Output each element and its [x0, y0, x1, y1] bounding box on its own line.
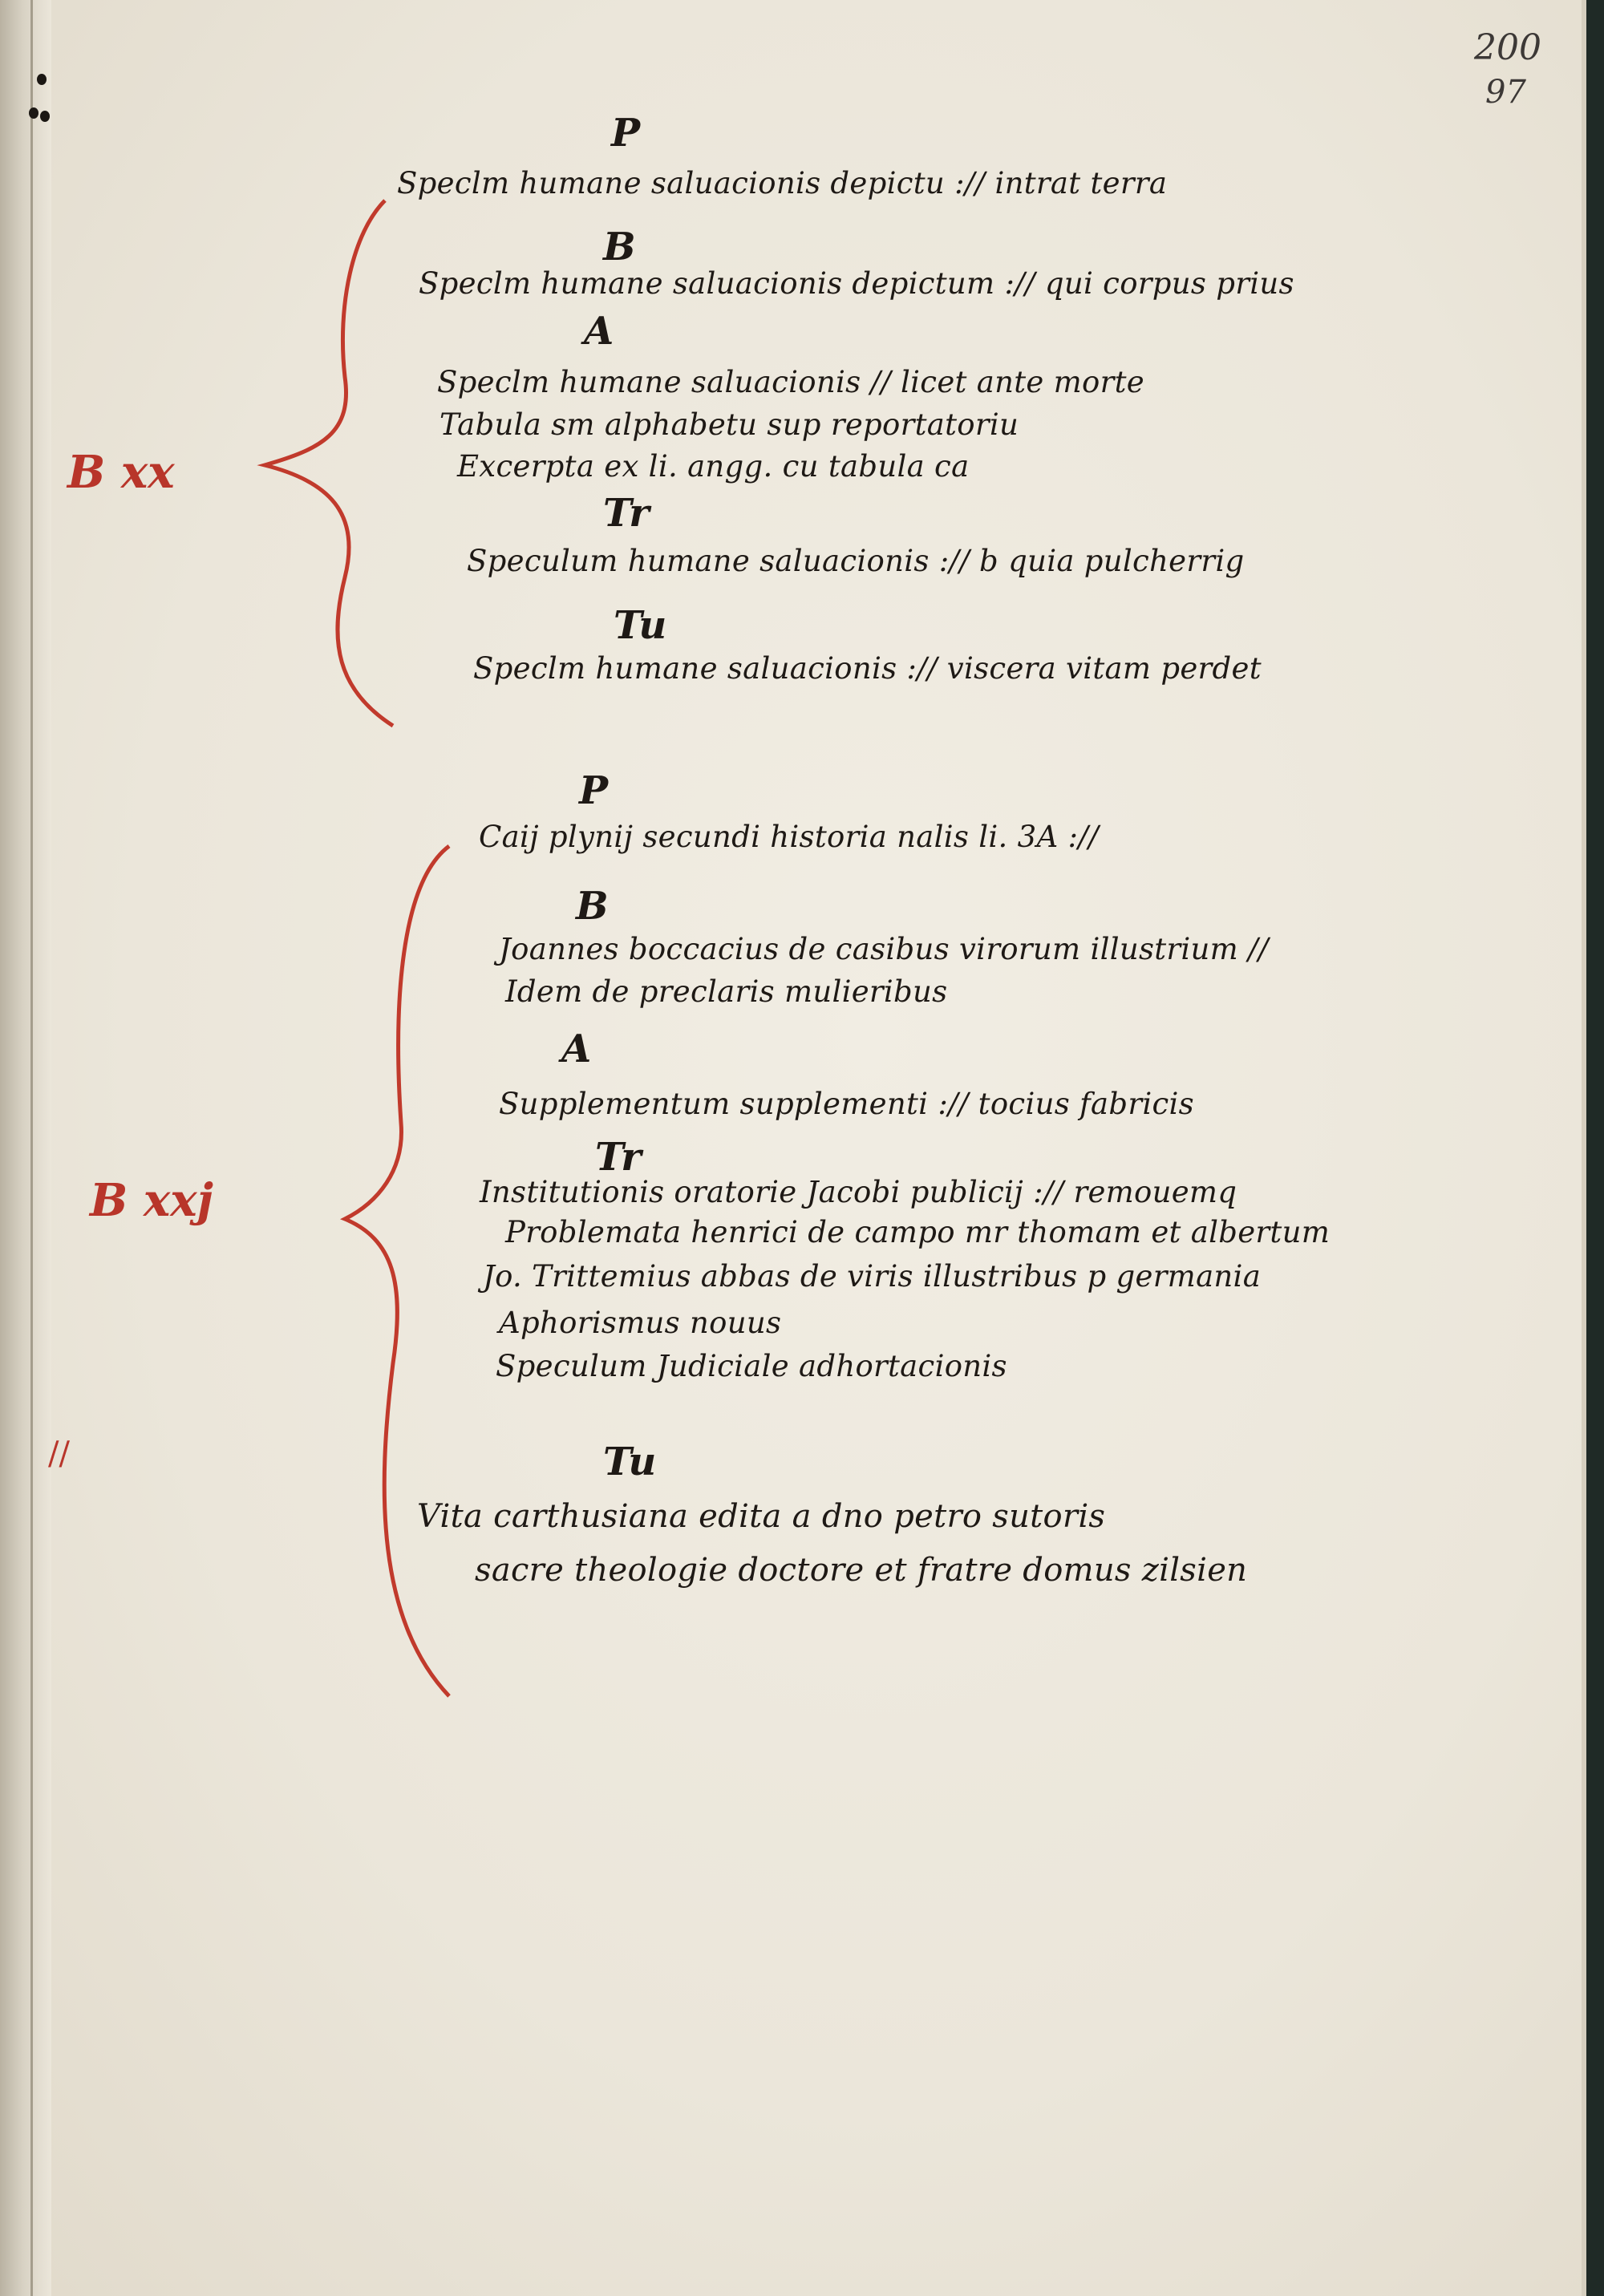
section-rubric: A	[584, 309, 614, 354]
section-rubric: Tr	[603, 491, 650, 536]
section-rubric: P	[611, 111, 641, 156]
shelfmark-bxx: B xx	[67, 446, 175, 499]
folio-number-primary: 200	[1474, 27, 1541, 68]
folio-number-secondary: 97	[1485, 74, 1526, 111]
catalog-entry: Excerpta ex li. angg. cu tabula ca	[457, 449, 970, 484]
catalog-entry: Caij plynij secundi historia nalis li. 3…	[479, 820, 1099, 854]
catalog-entry: Joannes boccacius de casibus virorum ill…	[499, 932, 1269, 966]
catalog-entry: Institutionis oratorie Jacobi publicij :…	[480, 1175, 1237, 1209]
catalog-entry: Speclm humane saluacionis depictu :// in…	[397, 166, 1168, 200]
ink-dot	[40, 111, 50, 122]
section-rubric: P	[579, 768, 609, 813]
ink-dot	[37, 74, 47, 85]
catalog-entry: Speclm humane saluacionis // licet ante …	[437, 365, 1144, 399]
section-rubric: Tu	[614, 603, 667, 648]
catalog-entry: Tabula sm alphabetu sup reportatoriu	[439, 407, 1019, 442]
catalog-entry: Aphorismus nouus	[499, 1306, 782, 1340]
section-rubric: B	[603, 225, 636, 269]
catalog-entry: Speculum humane saluacionis :// b quia p…	[467, 544, 1245, 578]
catalog-entry: Speculum Judiciale adhortacionis	[496, 1349, 1007, 1383]
marginal-mark: //	[48, 1436, 70, 1472]
section-rubric: Tu	[603, 1440, 657, 1484]
catalog-entry: sacre theologie doctore et fratre domus …	[475, 1552, 1248, 1589]
section-rubric: B	[576, 884, 609, 929]
catalog-entry: Idem de preclaris mulieribus	[505, 974, 948, 1009]
catalog-entry: Vita carthusiana edita a dno petro sutor…	[417, 1498, 1106, 1535]
section-rubric: Tr	[595, 1135, 642, 1180]
catalog-entry: Speclm humane saluacionis depictum :// q…	[419, 266, 1294, 301]
shelfmark-bxxj: B xxj	[90, 1174, 213, 1227]
binding-gutter	[0, 0, 51, 2296]
section-rubric: A	[561, 1027, 592, 1071]
ink-dot	[29, 107, 38, 119]
catalog-entry: Jo. Trittemius abbas de viris illustribu…	[483, 1259, 1262, 1294]
catalog-entry: Problemata henrici de campo mr thomam et…	[505, 1215, 1331, 1249]
catalog-entry: Speclm humane saluacionis :// viscera vi…	[473, 651, 1262, 686]
gutter-fold-line	[30, 0, 33, 2296]
catalog-entry: Supplementum supplementi :// tocius fabr…	[499, 1087, 1194, 1121]
